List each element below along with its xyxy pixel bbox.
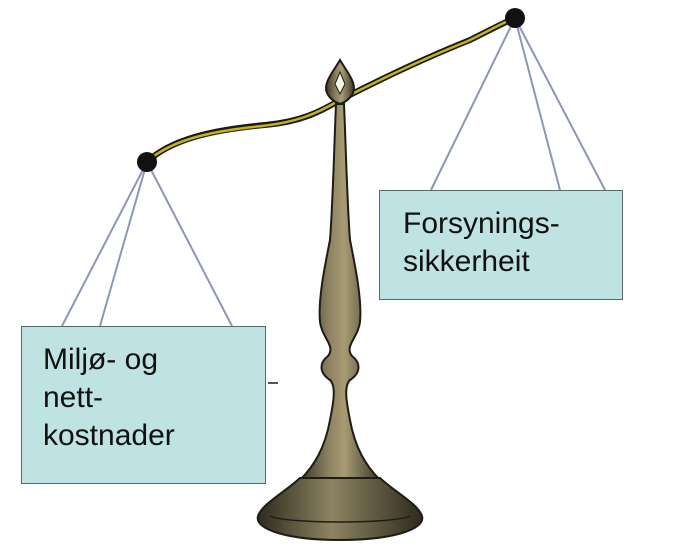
left-pan-label-box: Miljø- og nett- kostnader [21, 326, 266, 484]
left-pan-line-1: Miljø- og [43, 343, 159, 376]
right-pivot [505, 8, 525, 28]
right-pan-strings [430, 17, 606, 191]
right-pan-line-1: Forsynings- [403, 207, 560, 240]
left-pan-line-2: nett- [43, 381, 104, 414]
left-pan-strings [61, 161, 233, 327]
right-pan-line-2: sikkerheit [403, 245, 530, 278]
left-pivot [137, 152, 157, 172]
left-pan-line-3: kostnader [43, 419, 175, 452]
scale-stand [256, 58, 424, 542]
right-pan-label-box: Forsynings- sikkerheit [379, 190, 623, 300]
